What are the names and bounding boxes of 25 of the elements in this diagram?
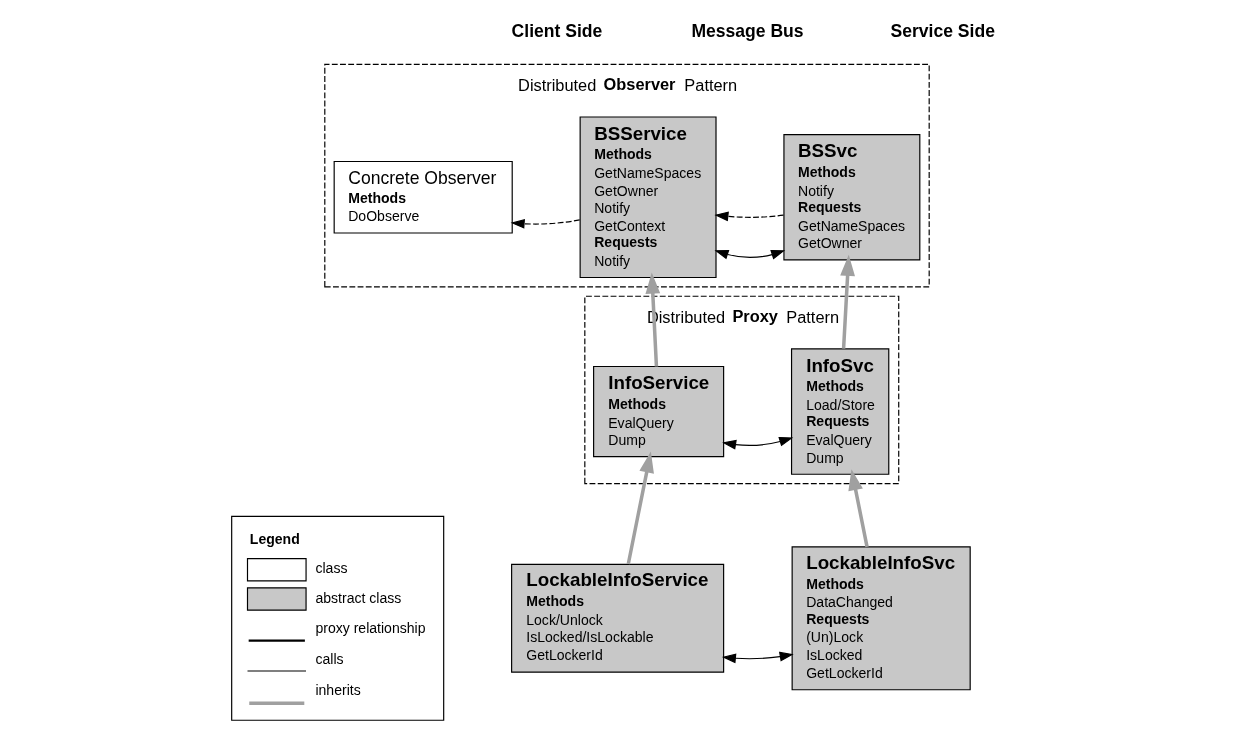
arrow (721, 436, 793, 450)
node-box: LockableInfoService Methods Lock/Unlock IsLocked/IsLockable GetLockerId (510, 563, 724, 673)
legend-label: inherits (314, 682, 361, 699)
arrow (713, 249, 785, 260)
node-box: BSService Methods GetNameSpaces GetOwner Notify GetContext Requests Notify (579, 116, 717, 279)
node-box: LockableInfoSvc Methods DataChanged Requests (Un)Lock IsLocked GetLockerId (791, 546, 971, 691)
arrow (721, 651, 794, 664)
node-box: InfoService Methods EvalQuery Dump (592, 365, 724, 458)
arrow (847, 469, 869, 548)
legend-label: proxy relationship (314, 620, 426, 637)
arrow (510, 218, 580, 229)
legend-label: calls (314, 650, 344, 667)
label: Legend (249, 531, 300, 548)
arrow (626, 451, 654, 565)
label: Service Side (890, 20, 995, 41)
node-box: Concrete Observer Methods DoObserve (333, 160, 513, 234)
arrow (644, 272, 660, 367)
label: Message Bus (690, 20, 804, 41)
label: Client Side (511, 20, 602, 41)
legend-label: abstract class (314, 589, 401, 606)
arrow (839, 254, 855, 349)
node-box: BSSvc Methods Notify Requests GetNameSpaces GetOwner (782, 134, 920, 261)
legend-label: class (314, 560, 347, 577)
arrow (713, 211, 784, 222)
node-box: InfoSvc Methods Load/Store Requests EvalQuery Dump (790, 348, 889, 475)
